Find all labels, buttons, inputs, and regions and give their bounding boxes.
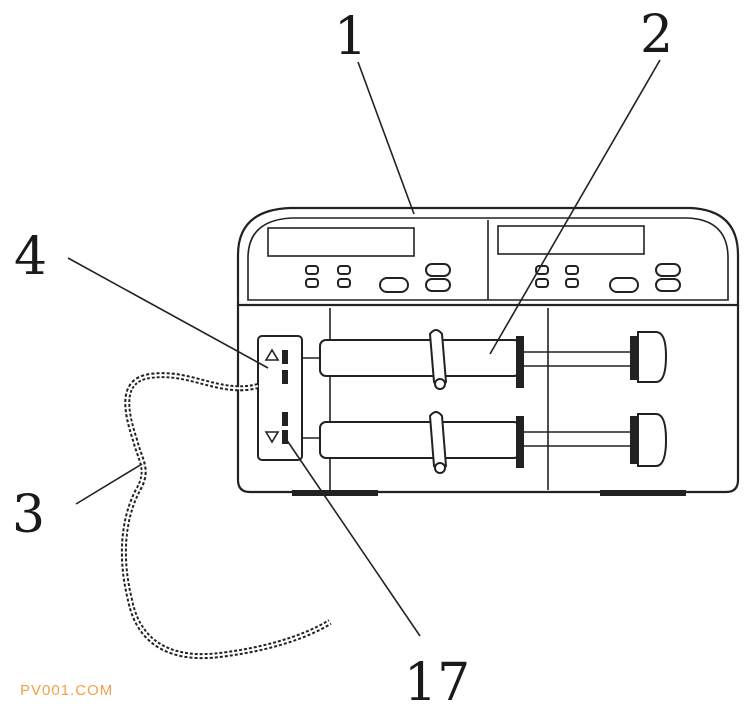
label-switch: 17 — [404, 653, 470, 713]
left-key — [425, 263, 451, 277]
left-display-screen — [267, 227, 415, 257]
right-key — [655, 263, 681, 277]
leader-line-4 — [67, 257, 269, 369]
leader-line-3 — [75, 463, 143, 505]
lower-syringe — [302, 411, 668, 474]
leader-line-1 — [357, 61, 415, 215]
right-control-panel — [497, 225, 681, 293]
right-key — [565, 265, 579, 275]
lower-clamp — [428, 411, 448, 472]
right-oval-button — [609, 277, 639, 293]
upper-syringe — [302, 329, 668, 390]
side-panel — [257, 335, 303, 461]
right-foot — [600, 490, 686, 496]
left-key — [305, 265, 319, 275]
label-syringe: 2 — [640, 5, 673, 65]
label-cable: 3 — [12, 485, 45, 545]
leader-lines — [67, 59, 661, 637]
pump-top-housing — [236, 206, 740, 307]
left-key — [337, 265, 351, 275]
left-key — [337, 278, 351, 288]
left-key — [425, 278, 451, 292]
left-control-panel — [267, 227, 451, 293]
left-oval-button — [379, 277, 409, 293]
left-foot — [292, 490, 378, 496]
label-pump-body: 1 — [334, 7, 367, 67]
right-key — [535, 278, 549, 288]
pump-lower-body — [236, 305, 740, 496]
leader-line-17 — [283, 435, 421, 637]
power-cable — [120, 372, 332, 660]
leader-line-2 — [489, 59, 661, 355]
watermark-text: PV001.COM — [20, 682, 114, 699]
right-key — [565, 278, 579, 288]
label-panel: 4 — [14, 227, 47, 287]
right-display-screen — [497, 225, 645, 255]
left-key — [305, 278, 319, 288]
right-key — [655, 278, 681, 292]
